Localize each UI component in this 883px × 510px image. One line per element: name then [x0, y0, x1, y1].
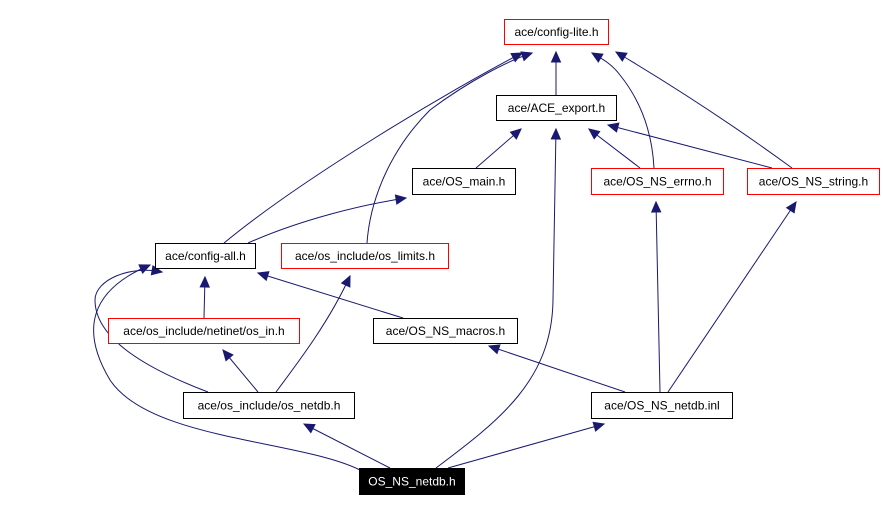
edge-os-ns-errno-to-ace-export: [588, 128, 641, 169]
edge-os-ns-string-to-ace-export-arrowhead: [606, 122, 620, 133]
edge-os-ns-netdb-inl-to-os-ns-string: [667, 201, 797, 393]
node-box: [183, 392, 355, 419]
node-os-limits[interactable]: ace/os_include/os_limits.h: [281, 243, 449, 269]
edge-os-in-to-config-all-arrowhead: [199, 275, 211, 288]
node-label: ace/OS_NS_macros.h: [386, 324, 505, 338]
edge-os-ns-netdb-h-to-ace-export: [435, 128, 557, 469]
node-os-ns-netdb-h[interactable]: OS_NS_netdb.h: [359, 468, 465, 495]
node-label: OS_NS_netdb.h: [368, 475, 455, 489]
edge-os-ns-netdb-h-to-os-ns-netdb-inl-arrowhead: [592, 421, 606, 432]
node-ace-export[interactable]: ace/ACE_export.h: [496, 95, 617, 121]
node-box: [591, 392, 733, 419]
node-box: [591, 168, 724, 195]
edge-os-ns-macros-to-config-all-arrowhead: [256, 271, 270, 282]
node-box: [412, 168, 516, 195]
node-config-all[interactable]: ace/config-all.h: [155, 243, 256, 269]
edges-layer: [93, 50, 797, 471]
node-label: ace/config-lite.h: [514, 25, 598, 39]
edge-os-ns-string-to-ace-export: [607, 124, 773, 169]
node-os-ns-netdb-inl[interactable]: ace/OS_NS_netdb.inl: [591, 392, 733, 419]
node-box: [108, 318, 300, 344]
edge-os-netdb-to-os-limits-arrowhead: [340, 274, 351, 288]
edge-os-ns-string-to-config-lite: [615, 51, 793, 169]
node-label: ace/os_include/os_netdb.h: [198, 399, 341, 413]
node-label: ace/OS_main.h: [423, 175, 506, 189]
edge-os-netdb-to-os-limits: [275, 275, 351, 393]
edge-os-ns-netdb-h-to-os-netdb: [303, 423, 391, 469]
edge-os-limits-to-config-lite-arrowhead: [520, 51, 534, 62]
edge-os-ns-macros-to-config-all: [257, 272, 404, 319]
node-label: ace/OS_NS_string.h: [759, 175, 868, 189]
nodes-layer: ace/config-lite.h ace/ACE_export.h ace/OS_…: [108, 19, 880, 495]
node-os-ns-errno[interactable]: ace/OS_NS_errno.h: [591, 168, 724, 195]
edge-config-all-to-os-main: [247, 197, 407, 244]
edge-os-ns-netdb-inl-to-os-ns-string-arrowhead: [785, 200, 797, 214]
node-os-netdb[interactable]: ace/os_include/os_netdb.h: [183, 392, 355, 419]
node-os-ns-macros[interactable]: ace/OS_NS_macros.h: [373, 318, 518, 344]
node-box: [496, 95, 617, 121]
edge-os-ns-netdb-inl-to-os-ns-errno-arrowhead: [650, 200, 662, 213]
edge-os-netdb-to-os-in-arrowhead: [222, 349, 234, 362]
node-label: ace/ACE_export.h: [508, 101, 605, 115]
node-os-in[interactable]: ace/os_include/netinet/os_in.h: [108, 318, 300, 344]
edge-os-ns-errno-to-ace-export-arrowhead: [588, 128, 601, 140]
node-config-lite[interactable]: ace/config-lite.h: [504, 19, 609, 45]
node-label: ace/os_include/os_limits.h: [295, 249, 435, 263]
edge-os-limits-to-config-lite: [366, 52, 533, 244]
edge-os-main-to-ace-export-arrowhead: [509, 128, 522, 140]
node-label: ace/OS_NS_errno.h: [603, 175, 711, 189]
edge-ace-export-to-config-lite-arrowhead: [550, 50, 562, 63]
edge-config-all-to-config-lite: [223, 52, 523, 244]
edge-os-ns-netdb-h-to-os-netdb-arrowhead: [302, 423, 316, 434]
node-box: [747, 168, 880, 195]
node-os-ns-string[interactable]: ace/OS_NS_string.h: [747, 168, 880, 195]
edge-os-ns-netdb-h-to-ace-export-arrowhead: [550, 127, 562, 140]
edge-os-ns-netdb-h-to-os-ns-netdb-inl: [447, 423, 605, 469]
node-label: ace/config-all.h: [165, 249, 246, 263]
edge-os-ns-netdb-inl-to-os-ns-macros: [488, 345, 626, 393]
edge-config-all-to-os-main-arrowhead: [394, 194, 408, 205]
node-os-main[interactable]: ace/OS_main.h: [412, 168, 516, 195]
node-box: [504, 19, 609, 45]
node-label: ace/os_include/netinet/os_in.h: [123, 324, 284, 338]
edge-os-ns-errno-to-config-lite-arrowhead: [590, 52, 604, 63]
node-label: ace/OS_NS_netdb.inl: [604, 399, 719, 413]
edge-config-all-to-config-lite-arrowhead: [510, 52, 524, 63]
edge-os-ns-netdb-h-to-config-all: [93, 264, 361, 471]
node-box: [359, 468, 465, 495]
edge-os-ns-netdb-inl-to-os-ns-errno: [655, 201, 661, 393]
edge-os-netdb-to-config-all: [94, 269, 209, 393]
edge-os-ns-errno-to-config-lite: [591, 52, 655, 169]
node-box: [281, 243, 449, 269]
edge-os-ns-string-to-config-lite-arrowhead: [614, 51, 628, 62]
node-box: [155, 243, 256, 269]
edge-os-ns-netdb-h-to-config-all-arrowhead: [138, 264, 152, 275]
edge-os-ns-netdb-inl-to-os-ns-macros-arrowhead: [487, 344, 501, 355]
node-box: [373, 318, 518, 344]
